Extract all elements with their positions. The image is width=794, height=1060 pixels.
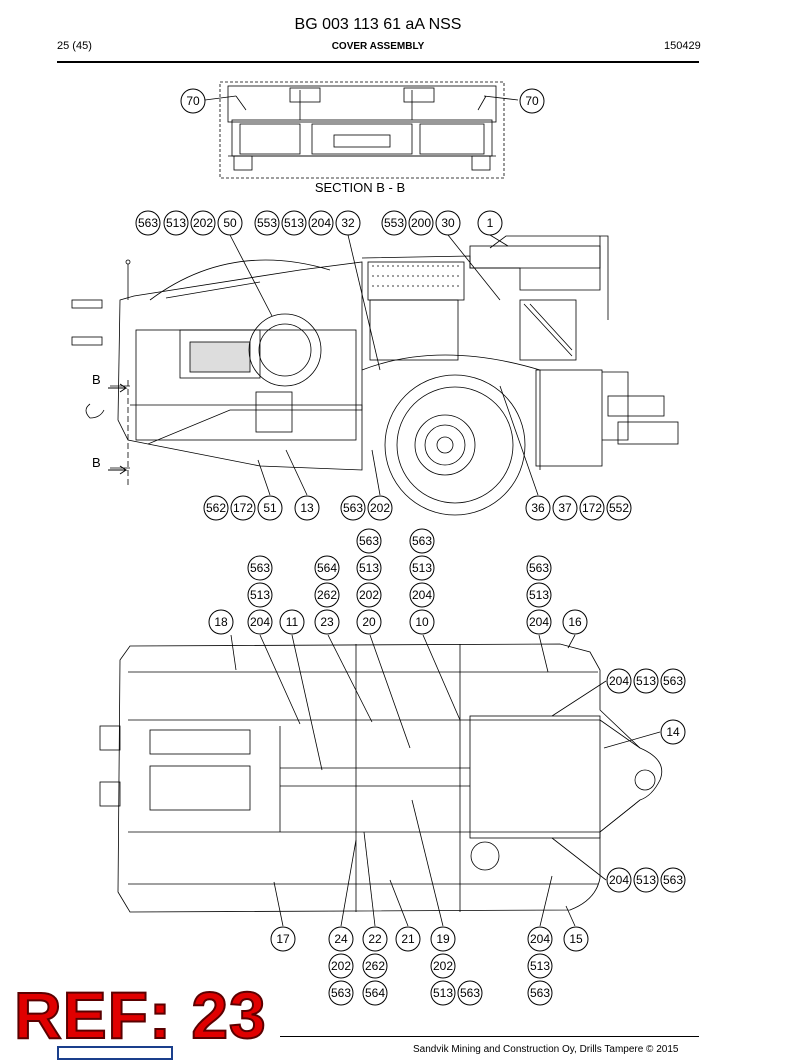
callout-label: 14 bbox=[666, 725, 680, 739]
callout-group-plan-top: 563 513 204 564 262 23 563 513 202 20 56… bbox=[208, 528, 588, 635]
callout-label: 32 bbox=[341, 216, 355, 230]
section-marker-lower: B bbox=[92, 455, 101, 470]
callout-label: 22 bbox=[368, 932, 382, 946]
callout-label: 204 bbox=[609, 674, 629, 688]
callout-label: 30 bbox=[441, 216, 455, 230]
callout-label: 204 bbox=[250, 615, 270, 629]
section-marker-upper: B bbox=[92, 372, 101, 387]
callout-label: 11 bbox=[286, 615, 299, 629]
callout-label: 513 bbox=[359, 561, 379, 575]
callout-balloons: 70 70 563 513 202 50 553 513 204 32 553 … bbox=[135, 88, 686, 1006]
callout-group-side-top: 563 513 202 50 553 513 204 32 553 200 30… bbox=[135, 210, 503, 236]
footer-divider bbox=[280, 1036, 699, 1037]
callout-label: 513 bbox=[284, 216, 304, 230]
callout-label: 513 bbox=[250, 588, 270, 602]
side-view bbox=[71, 235, 679, 516]
callout-label: 202 bbox=[433, 959, 453, 973]
callout-label: 15 bbox=[569, 932, 583, 946]
callout-label: 562 bbox=[206, 501, 226, 515]
callout-label: 563 bbox=[138, 216, 158, 230]
callout-label: 17 bbox=[276, 932, 290, 946]
callout-label: 202 bbox=[359, 588, 379, 602]
callout-label: 172 bbox=[233, 501, 253, 515]
ref-stamp: REF: 23 bbox=[13, 978, 267, 1052]
callout-label: 172 bbox=[582, 501, 602, 515]
callout-label: 18 bbox=[214, 615, 228, 629]
callout-label: 70 bbox=[525, 94, 539, 108]
callout-label: 1 bbox=[487, 216, 494, 230]
callout-label: 513 bbox=[636, 674, 656, 688]
callout-label: 20 bbox=[362, 615, 376, 629]
callout-label: 563 bbox=[250, 561, 270, 575]
callout-label: 553 bbox=[384, 216, 404, 230]
callout-label: 262 bbox=[365, 959, 385, 973]
callout-label: 204 bbox=[530, 932, 550, 946]
callout-label: 563 bbox=[529, 561, 549, 575]
callout-label: 19 bbox=[436, 932, 450, 946]
leader-lines bbox=[204, 95, 661, 927]
callout-label: 552 bbox=[609, 501, 629, 515]
callout-label: 563 bbox=[359, 534, 379, 548]
callout-group-side-bottom: 562 172 51 13 563 202 36 37 172 552 bbox=[203, 495, 632, 521]
page-indicator: 25 (45) bbox=[57, 40, 92, 52]
page-title: COVER ASSEMBLY bbox=[331, 41, 425, 52]
callout-label: 513 bbox=[433, 986, 453, 1000]
callout-group-plan-bottom: 17 24 22 21 19 204 15 202 262 202 513 56… bbox=[270, 926, 589, 1006]
callout-label: 200 bbox=[411, 216, 431, 230]
callout-label: 204 bbox=[311, 216, 331, 230]
callout-label: 16 bbox=[568, 615, 582, 629]
callout-label: 563 bbox=[343, 501, 363, 515]
callout-label: 37 bbox=[558, 501, 572, 515]
callout-label: 50 bbox=[223, 216, 237, 230]
section-view bbox=[219, 81, 505, 179]
callout-label: 204 bbox=[412, 588, 432, 602]
callout-label: 24 bbox=[334, 932, 348, 946]
document-number: BG 003 113 61 aA NSS bbox=[294, 16, 462, 33]
callout-label: 563 bbox=[663, 674, 683, 688]
callout-label: 202 bbox=[370, 501, 390, 515]
callout-label: 564 bbox=[365, 986, 385, 1000]
callout-label: 563 bbox=[412, 534, 432, 548]
callout-group-section: 70 70 bbox=[180, 88, 545, 114]
callout-label: 262 bbox=[317, 588, 337, 602]
callout-label: 513 bbox=[412, 561, 432, 575]
callout-label: 513 bbox=[530, 959, 550, 973]
footer-copyright: Sandvik Mining and Construction Oy, Dril… bbox=[413, 1044, 679, 1055]
callout-label: 563 bbox=[530, 986, 550, 1000]
arrow-icon bbox=[108, 465, 128, 475]
arrow-icon bbox=[108, 383, 128, 393]
callout-label: 204 bbox=[529, 615, 549, 629]
callout-label: 51 bbox=[263, 501, 277, 515]
callout-label: 36 bbox=[531, 501, 545, 515]
company-logo bbox=[57, 1046, 173, 1060]
callout-label: 10 bbox=[415, 615, 429, 629]
callout-group-plan-right: 204 513 563 14 204 513 563 bbox=[606, 668, 686, 893]
callout-label: 70 bbox=[186, 94, 200, 108]
header-divider bbox=[57, 61, 699, 63]
callout-label: 513 bbox=[166, 216, 186, 230]
callout-label: 553 bbox=[257, 216, 277, 230]
callout-label: 21 bbox=[401, 932, 415, 946]
callout-label: 513 bbox=[529, 588, 549, 602]
plan-view bbox=[99, 643, 663, 913]
callout-label: 202 bbox=[331, 959, 351, 973]
callout-label: 204 bbox=[609, 873, 629, 887]
callout-label: 563 bbox=[663, 873, 683, 887]
revision-date: 150429 bbox=[664, 40, 701, 52]
callout-label: 13 bbox=[300, 501, 314, 515]
callout-label: 564 bbox=[317, 561, 337, 575]
callout-label: 563 bbox=[460, 986, 480, 1000]
callout-label: 563 bbox=[331, 986, 351, 1000]
callout-label: 513 bbox=[636, 873, 656, 887]
callout-label: 202 bbox=[193, 216, 213, 230]
section-label: SECTION B - B bbox=[315, 180, 405, 195]
callout-label: 23 bbox=[320, 615, 334, 629]
